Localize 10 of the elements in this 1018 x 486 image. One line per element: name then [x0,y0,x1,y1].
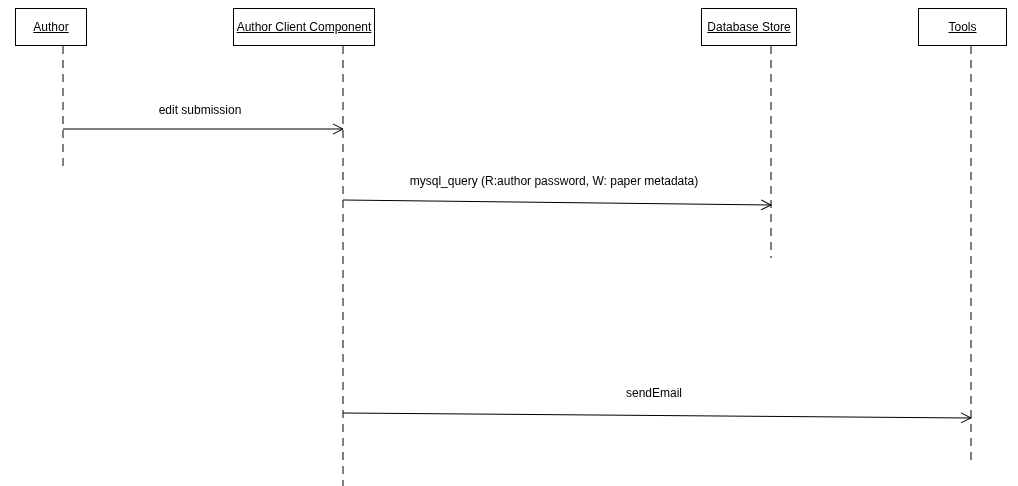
participant-box: Tools [918,8,1007,46]
message-arrow [62,123,344,135]
participant-box: Author [15,8,87,46]
message-label: sendEmail [626,386,682,400]
participant-box: Database Store [701,8,797,46]
message-label: edit submission [158,103,242,117]
message-arrow [342,412,972,424]
participant-box: Author Client Component [233,8,375,46]
message-arrow [342,199,772,211]
message-label: mysql_query (R:author password, W: paper metadata) [409,174,699,188]
